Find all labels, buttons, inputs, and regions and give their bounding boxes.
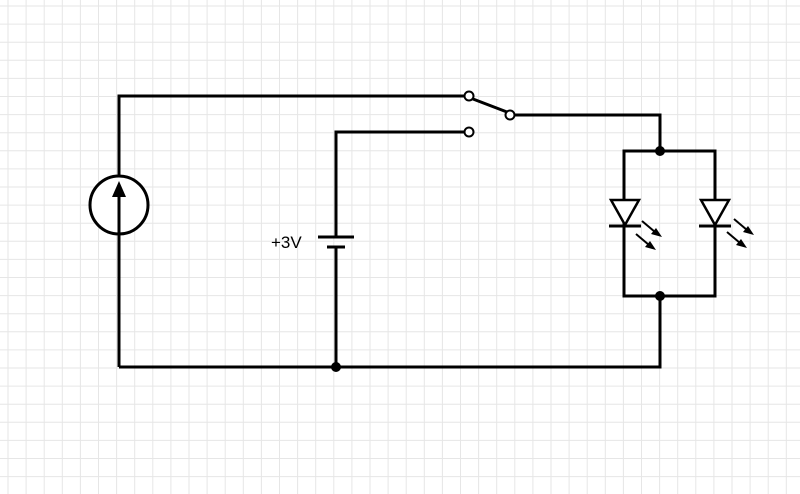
current-source-arrow-icon: [112, 181, 126, 197]
switch-terminal-top: [463, 90, 475, 102]
wire-ground-rail: [119, 296, 662, 369]
led-right-triangle: [698, 198, 732, 228]
led-left: [608, 198, 662, 250]
wires: [117, 94, 717, 369]
switch-lever: [472, 97, 508, 114]
junction-ground-battery: [331, 362, 341, 372]
switch-terminal-common: [504, 109, 516, 121]
battery: +3V: [271, 233, 354, 252]
junction-led-top: [655, 146, 665, 156]
wire-battery-to-switch: [334, 130, 465, 237]
led-left-light-arrows-icon: [635, 220, 662, 250]
junctions: [331, 146, 665, 372]
battery-label: +3V: [271, 233, 302, 252]
led-left-triangle: [608, 198, 642, 228]
spdt-switch: [463, 90, 516, 138]
switch-terminal-bottom: [463, 126, 475, 138]
led-right: [698, 198, 754, 248]
junction-led-bottom: [655, 291, 665, 301]
wire-switch-to-leds: [514, 113, 662, 151]
led-right-light-arrows-icon: [726, 218, 754, 248]
current-source: [88, 174, 150, 236]
